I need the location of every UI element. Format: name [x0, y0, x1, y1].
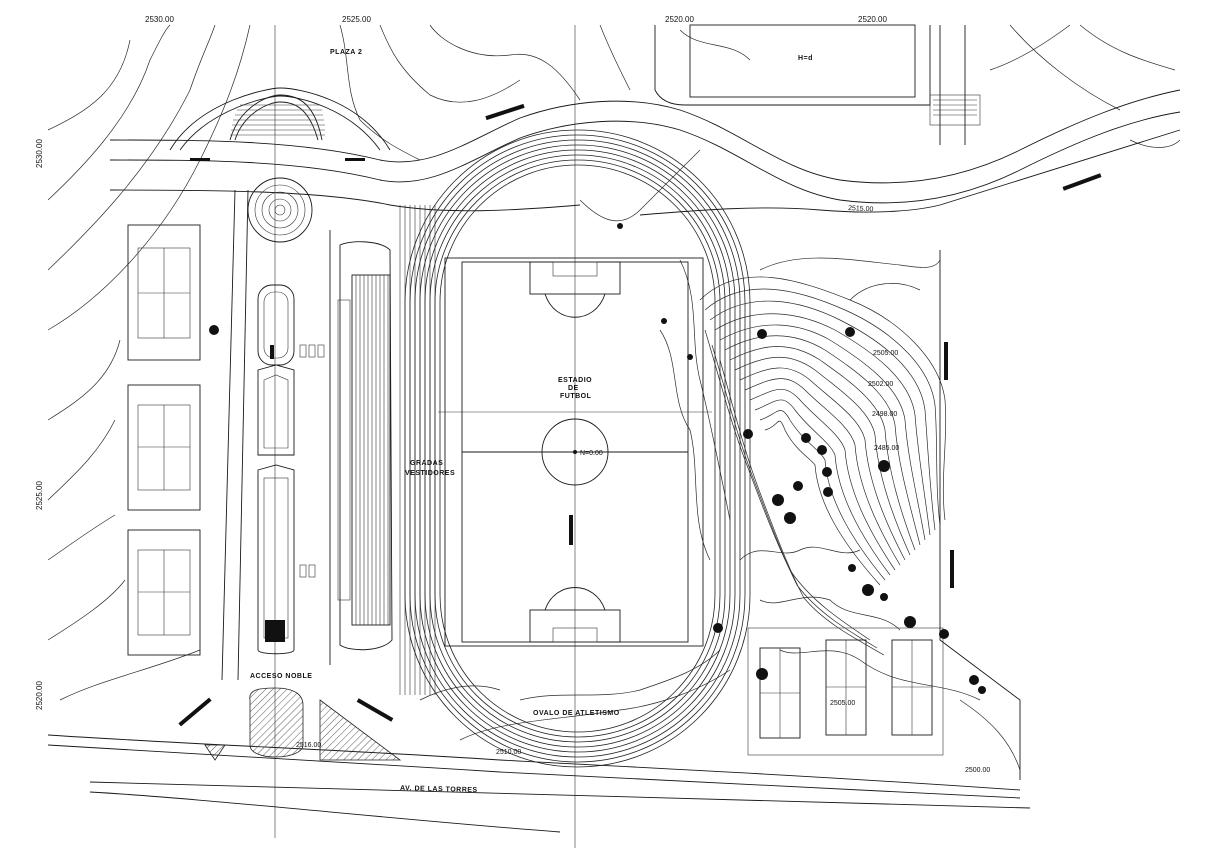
elev-2516-label: 2516.00: [296, 742, 321, 749]
markers: [178, 103, 1102, 727]
elev-2515-label: 2515.00: [848, 205, 874, 213]
stadium-label-2: DE: [568, 385, 579, 392]
elev-2505b-label: 2505.00: [830, 700, 855, 707]
plaza-steps: [230, 104, 325, 136]
avenue-label: AV. DE LAS TORRES: [400, 785, 478, 794]
plaza-label: PLAZA 2: [330, 49, 362, 56]
grid-label-top-4: 2520.00: [858, 15, 887, 24]
top-court-label: H=d: [798, 55, 813, 62]
grid-label-top-1: 2530.00: [145, 15, 174, 24]
bottom-right-courts: [747, 250, 1021, 780]
grid-label-left-3: 2520.00: [35, 681, 44, 710]
grid-label-left-1: 2530.00: [35, 139, 44, 168]
elev-2505a-label: 2505.00: [873, 350, 898, 357]
elev-2485-label: 2485.00: [874, 445, 899, 452]
roundabout: [247, 177, 313, 243]
grid-labels: 2530.00 2525.00 2520.00 2520.00 2530.00 …: [35, 15, 887, 710]
stadium-label-1: ESTADIO: [558, 377, 592, 384]
hill-contours: [699, 257, 947, 656]
terrain-contours: [47, 24, 1181, 771]
elev-2510-label: 2510.00: [496, 749, 521, 756]
left-courts: [127, 224, 201, 656]
access-boulevard: ACCESO NOBLE: [221, 189, 331, 681]
elev-2500-label: 2500.00: [965, 767, 990, 774]
roads: [47, 89, 1181, 833]
grid-label-left-2: 2525.00: [35, 481, 44, 510]
access-label: ACCESO NOBLE: [250, 673, 312, 680]
trees: [209, 223, 986, 694]
center-level-label: N=0.00: [580, 450, 603, 457]
elevation-labels: 2515.00 2505.00 2502.00 2498.00 2485.00 …: [296, 205, 990, 774]
hatched-areas: [204, 687, 402, 761]
stadium-label-3: FUTBOL: [560, 393, 592, 400]
grandstand-rows: [355, 275, 389, 625]
ovalo-label: OVALO DE ATLETISMO: [533, 710, 620, 717]
plaza-area: PLAZA 2: [169, 49, 391, 243]
football-pitch: ESTADIO DE FUTBOL N=0.00: [438, 257, 712, 647]
grid-label-top-2: 2525.00: [342, 15, 371, 24]
grid-label-top-3: 2520.00: [665, 15, 694, 24]
athletic-track: OVALO DE ATLETISMO: [404, 129, 751, 768]
elev-2498-label: 2498.00: [872, 411, 897, 418]
elev-2502-label: 2502.00: [868, 381, 893, 388]
gradas-label: GRADAS: [410, 460, 443, 467]
top-right-field: H=d: [654, 24, 981, 145]
